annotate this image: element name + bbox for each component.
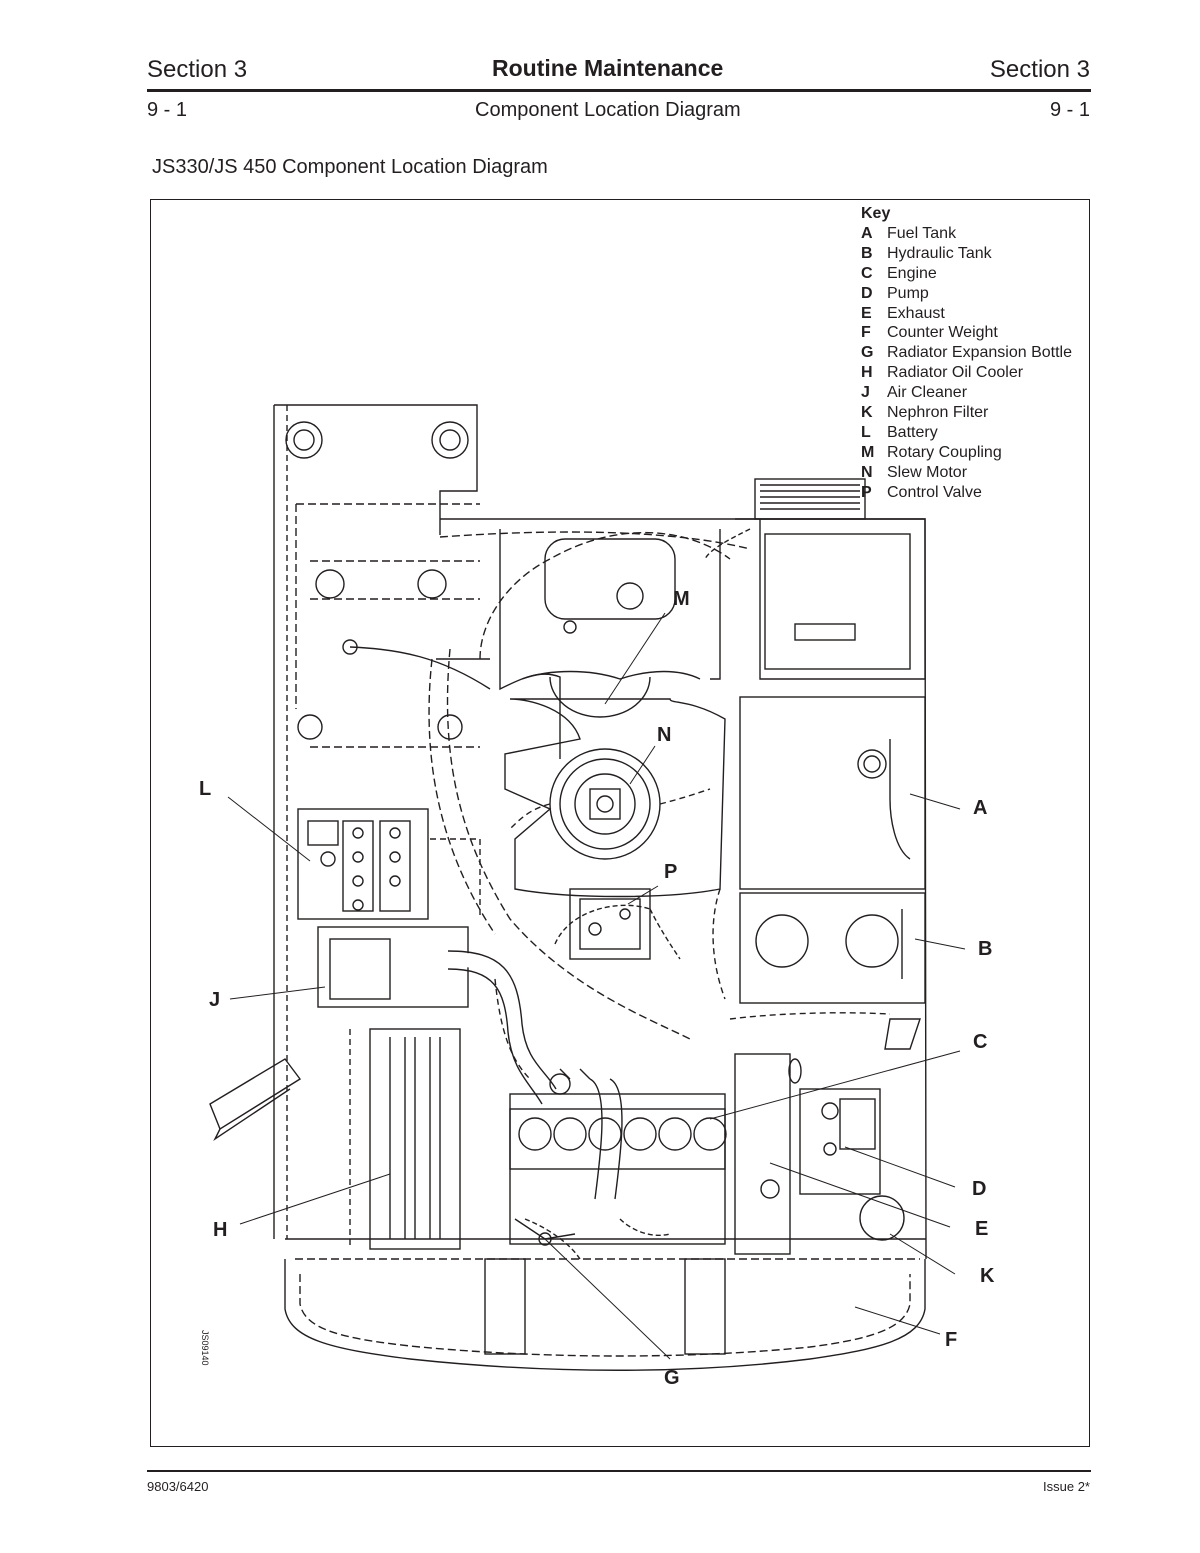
legend-item: G Radiator Expansion Bottle (861, 343, 1072, 363)
leader-h (239, 1173, 391, 1225)
page-subtitle: Component Location Diagram (475, 99, 741, 121)
legend-letter: D (861, 284, 873, 302)
legend-letter: G (861, 344, 874, 362)
legend-label: Air Cleaner (887, 384, 968, 402)
footer-rule (147, 1470, 1091, 1472)
legend-letter: L (861, 423, 871, 441)
counter-weight-outline (284, 1259, 926, 1371)
legend-letter: K (861, 404, 873, 422)
callout-c: C (973, 1031, 988, 1053)
callout-h: H (213, 1219, 228, 1241)
legend-item: E Exhaust (861, 304, 1072, 324)
leader-d (844, 1146, 956, 1188)
legend-letter: J (861, 384, 870, 402)
legend-item: M Rotary Coupling (861, 443, 1072, 463)
callout-a: A (973, 797, 988, 819)
legend-item: J Air Cleaner (861, 383, 1072, 403)
document-number: 9803/6420 (147, 1479, 209, 1494)
exhaust-outline (734, 1053, 791, 1255)
callout-g: G (664, 1367, 680, 1389)
legend-letter: B (861, 244, 873, 262)
legend: Key A Fuel Tank B Hydraulic Tank C Engine D… (861, 204, 1072, 503)
section-label-left: Section 3 (147, 56, 248, 83)
legend-label: Exhaust (887, 304, 945, 322)
leader-l (227, 796, 311, 862)
legend-label: Control Valve (887, 483, 982, 501)
callout-n: N (657, 724, 672, 746)
header-rule (147, 89, 1091, 92)
legend-item: C Engine (861, 264, 1072, 284)
legend-item: K Nephron Filter (861, 403, 1072, 423)
legend-label: Fuel Tank (887, 224, 957, 242)
page-number-right: 9 - 1 (1049, 99, 1090, 121)
leader-b (914, 938, 966, 950)
figure-title: JS330/JS 450 Component Location Diagram (152, 156, 548, 178)
page-title: Routine Maintenance (492, 55, 724, 81)
leader-g (544, 1238, 671, 1360)
leader-m (604, 612, 666, 705)
radiator-outline (369, 1028, 461, 1250)
legend-item: P Control Valve (861, 483, 1072, 503)
legend-item: H Radiator Oil Cooler (861, 363, 1072, 383)
callout-m: M (673, 588, 690, 610)
legend-label: Nephron Filter (887, 404, 989, 422)
legend-label: Radiator Oil Cooler (887, 364, 1024, 382)
leader-p (627, 885, 659, 905)
legend-letter: A (861, 224, 873, 242)
leader-n (629, 745, 656, 785)
leader-a (909, 793, 961, 810)
drawing-reference: JS09140 (200, 1330, 210, 1366)
legend-item: N Slew Motor (861, 463, 1072, 483)
issue-label: Issue 2* (1043, 1479, 1090, 1494)
legend-label: Radiator Expansion Bottle (887, 344, 1072, 362)
legend-item: B Hydraulic Tank (861, 244, 1072, 264)
legend-letter: F (861, 324, 871, 342)
boom-arm-outline (209, 1058, 302, 1131)
callout-b: B (978, 938, 993, 960)
figure-frame (150, 199, 1090, 1447)
callout-j: J (209, 989, 221, 1011)
section-label-right: Section 3 (989, 56, 1090, 83)
legend-letter: P (861, 483, 872, 501)
component-location-drawing (209, 404, 966, 1371)
legend-letter: N (861, 463, 873, 481)
rotary-coupling-outline (549, 676, 651, 718)
callout-f: F (945, 1329, 958, 1351)
nephron-filter-outline (859, 1195, 905, 1241)
legend-label: Hydraulic Tank (887, 244, 992, 262)
legend-label: Engine (887, 264, 937, 282)
legend-item: L Battery (861, 423, 1072, 443)
legend-label: Battery (887, 423, 938, 441)
callout-p: P (664, 861, 678, 883)
fuel-tank-outline (739, 696, 926, 890)
legend-item: D Pump (861, 284, 1072, 304)
page-number-left: 9 - 1 (147, 99, 188, 121)
callout-k: K (980, 1265, 995, 1287)
leader-e (769, 1162, 951, 1228)
legend-label: Counter Weight (887, 324, 998, 342)
pump-outline (799, 1088, 881, 1195)
battery-box-outline (297, 808, 429, 920)
legend-title: Key (861, 205, 891, 222)
legend-letter: E (861, 304, 872, 322)
legend-label: Pump (887, 284, 929, 302)
legend-letter: C (861, 264, 873, 282)
legend-letter: H (861, 364, 873, 382)
leader-j (229, 986, 326, 1000)
legend-label: Slew Motor (887, 463, 968, 481)
hydraulic-tank-outline (739, 892, 926, 1004)
legend-letter: M (861, 443, 875, 461)
legend-item: A Fuel Tank (861, 224, 1072, 244)
legend-label: Rotary Coupling (887, 443, 1002, 461)
leader-f (854, 1306, 941, 1335)
callout-d: D (972, 1178, 987, 1200)
callout-e: E (975, 1218, 989, 1240)
callout-l: L (199, 778, 212, 800)
slew-motor-outline (549, 748, 661, 860)
boom-frame-top (274, 404, 478, 535)
leader-k (889, 1233, 956, 1275)
legend-item: F Counter Weight (861, 323, 1072, 343)
leader-c (709, 1050, 961, 1120)
